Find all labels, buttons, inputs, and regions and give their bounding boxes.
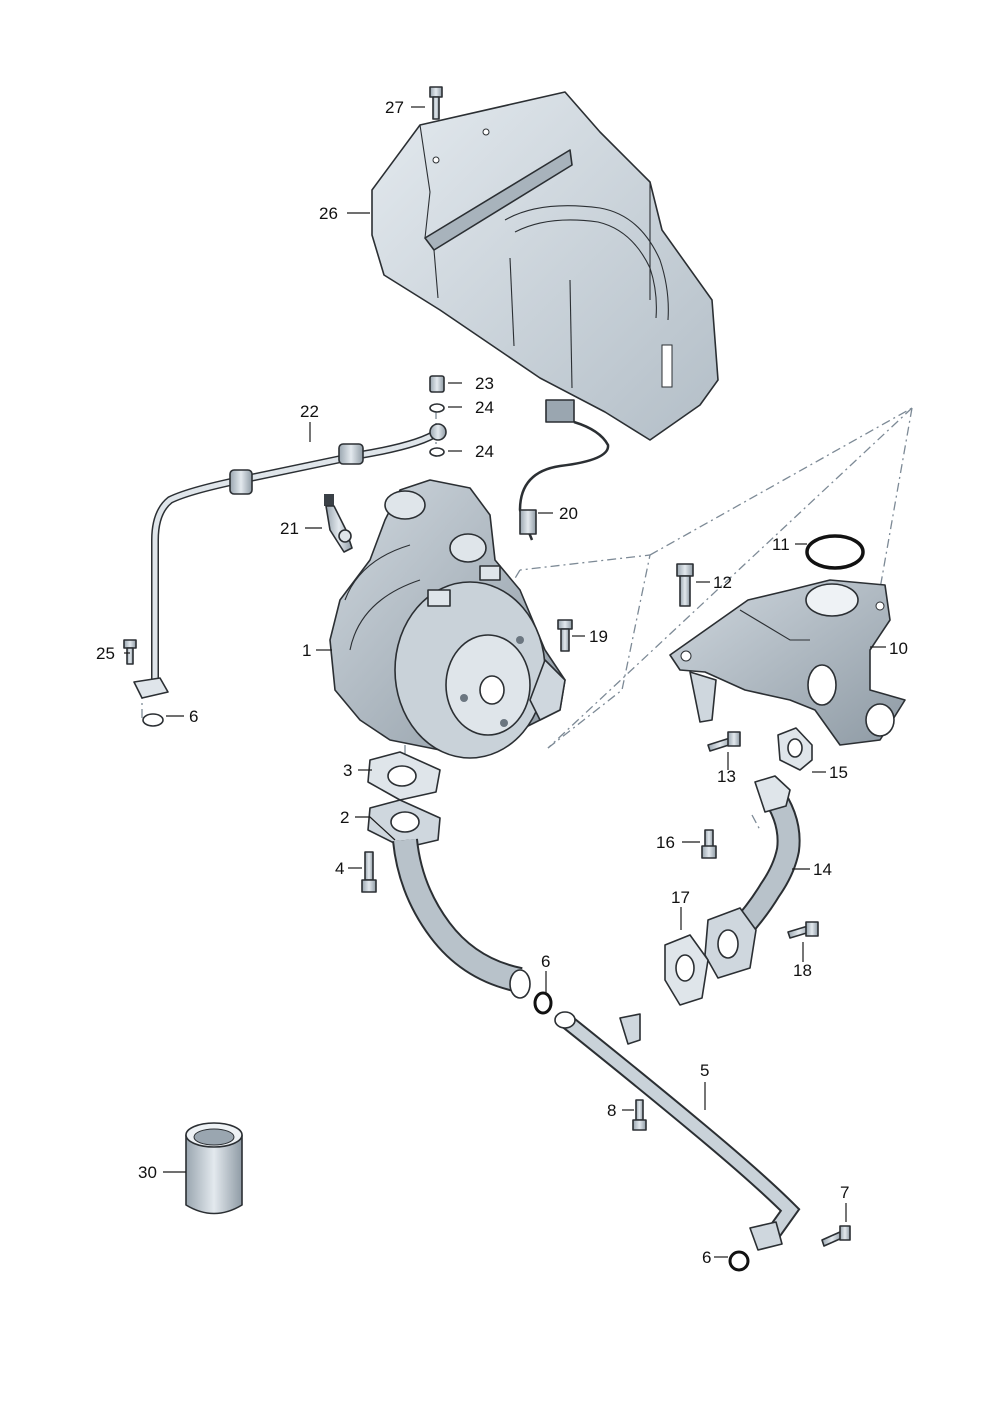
bolt-19 (557, 619, 573, 652)
callout-2: 2 (340, 808, 349, 827)
callout-16: 16 (656, 833, 675, 852)
o-ring-6-bottom (728, 1250, 750, 1272)
callout-17: 17 (671, 888, 690, 907)
heat-shield (371, 91, 719, 441)
callout-6-middle: 6 (541, 952, 550, 971)
gasket-17 (664, 934, 709, 1006)
seal-ring-24-upper (429, 403, 445, 413)
callout-23: 23 (475, 374, 494, 393)
callout-24-lower: 24 (475, 442, 494, 461)
bolt-7 (821, 1225, 851, 1247)
callout-4: 4 (335, 859, 344, 878)
callout-13: 13 (717, 767, 736, 786)
callout-25: 25 (96, 644, 115, 663)
bolt-27 (429, 86, 443, 120)
callout-15: 15 (829, 763, 848, 782)
turbocharger (329, 479, 566, 759)
tube-5 (554, 1011, 801, 1251)
callout-26: 26 (319, 204, 338, 223)
oil-return-pipe (392, 838, 531, 999)
callout-6-left: 6 (189, 707, 198, 726)
connector-10 (669, 579, 906, 746)
bolt-8 (632, 1099, 647, 1131)
callout-14: 14 (813, 860, 832, 879)
callout-10: 10 (889, 639, 908, 658)
callout-24-upper: 24 (475, 398, 494, 417)
oil-return-flange-2 (367, 799, 441, 849)
sensor-20 (518, 399, 610, 541)
callout-27: 27 (385, 98, 404, 117)
vacuum-unit-21 (324, 494, 353, 553)
callout-12: 12 (713, 573, 732, 592)
o-ring-6-left (142, 713, 164, 727)
bolt-12 (676, 563, 694, 607)
bolt-16 (701, 829, 717, 859)
bolt-18 (787, 921, 819, 939)
o-ring-6-middle (533, 991, 553, 1015)
leader-lines (124, 106, 886, 1258)
oil-supply-line-22 (133, 423, 447, 699)
seal-ring-24-lower (429, 447, 445, 457)
callout-11: 11 (772, 535, 790, 554)
callout-5: 5 (700, 1061, 709, 1080)
bolt-13 (707, 731, 741, 752)
callout-6-bottom: 6 (702, 1248, 711, 1267)
callout-22: 22 (300, 402, 319, 421)
callout-21: 21 (280, 519, 299, 538)
seal-ring-11 (805, 534, 865, 570)
callout-19: 19 (589, 627, 608, 646)
bolt-25 (123, 639, 137, 665)
callout-18: 18 (793, 961, 812, 980)
callout-30: 30 (138, 1163, 157, 1182)
callout-labels: 1 2 3 4 5 6 6 6 7 8 10 11 12 13 14 15 16… (96, 98, 908, 1267)
callout-7: 7 (840, 1183, 849, 1202)
callout-20: 20 (559, 504, 578, 523)
egr-pipe-14 (704, 775, 801, 979)
banjo-bolt-23 (429, 375, 445, 393)
gasket-3 (367, 751, 441, 801)
callout-3: 3 (343, 761, 352, 780)
gasket-15 (777, 727, 813, 771)
sleeve-30 (185, 1122, 243, 1215)
bolt-4 (361, 851, 377, 893)
callout-8: 8 (607, 1101, 616, 1120)
callout-1: 1 (302, 641, 311, 660)
